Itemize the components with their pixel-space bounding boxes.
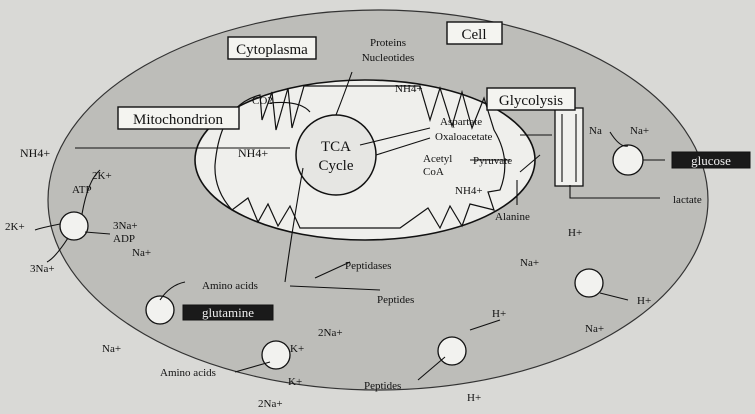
nucleotides-label: Nucleotides [362,52,415,64]
cytoplasma-label: Cytoplasma [236,42,308,58]
na3-bottom-label: 3Na+ [30,263,55,275]
pyruvate-label: Pyruvate [473,155,512,167]
h-2-label: H+ [467,392,481,404]
aspartate-label: Aspartate [440,116,482,128]
h-top-label: H+ [568,227,582,239]
tca-cycle-circle [296,115,376,195]
cell-label: Cell [462,27,487,43]
lactate-label: lactate [673,194,702,206]
na-gln-label: Na+ [102,343,121,355]
transporter-atpase [60,212,88,240]
co2-label: CO2 [252,95,273,107]
mitochondrion-label: Mitochondrion [133,112,223,128]
na-glc-in-label: Na [589,125,602,137]
h-right-label: H+ [637,295,651,307]
k-2-label: K+ [288,376,302,388]
k2-top-label: 2K+ [92,170,112,182]
transporter-glucose [613,145,643,175]
nh4-top-label: NH4+ [395,83,423,95]
alanine-label: Alanine [495,211,530,223]
proteins-label: Proteins [370,37,406,49]
na2-2-label: 2Na+ [258,398,283,410]
na-glc-out-label: Na+ [630,125,649,137]
nh4-mito-label: NH4+ [238,146,268,160]
amino-acids-2-label: Amino acids [160,367,216,379]
peptides-1-label: Peptides [377,294,414,306]
nh4-left-label: NH4+ [20,146,50,160]
tca-label: TCA [321,139,351,155]
acetyl-label: Acetyl [423,153,452,165]
glycolysis-label: Glycolysis [499,93,563,109]
na-pump-label: Na+ [132,247,151,259]
amino-acids-1-label: Amino acids [202,280,258,292]
transporter-peptide [438,337,466,365]
k2-left-label: 2K+ [5,221,25,233]
transporter-glutamine [146,296,174,324]
oxaloacetate-label: Oxaloacetate [435,131,493,143]
na2-1-label: 2Na+ [318,327,343,339]
na-right1-label: Na+ [520,257,539,269]
peptidases-label: Peptidases [345,260,391,272]
coa-label: CoA [423,166,444,178]
k-1-label: K+ [290,343,304,355]
h-1-label: H+ [492,308,506,320]
nh4-mid-label: NH4+ [455,185,483,197]
na-right2-label: Na+ [585,323,604,335]
na3-top-label: 3Na+ [113,220,138,232]
glycolysis-column [555,108,583,186]
atp-label: ATP [72,184,92,196]
adp-label: ADP [113,233,135,245]
peptides-2-label: Peptides [364,380,401,392]
transporter-amino-acid [262,341,290,369]
transporter-na-h [575,269,603,297]
glutamine-label: glutamine [202,305,254,320]
glucose-label: glucose [691,153,731,168]
cycle-label: Cycle [319,158,354,174]
